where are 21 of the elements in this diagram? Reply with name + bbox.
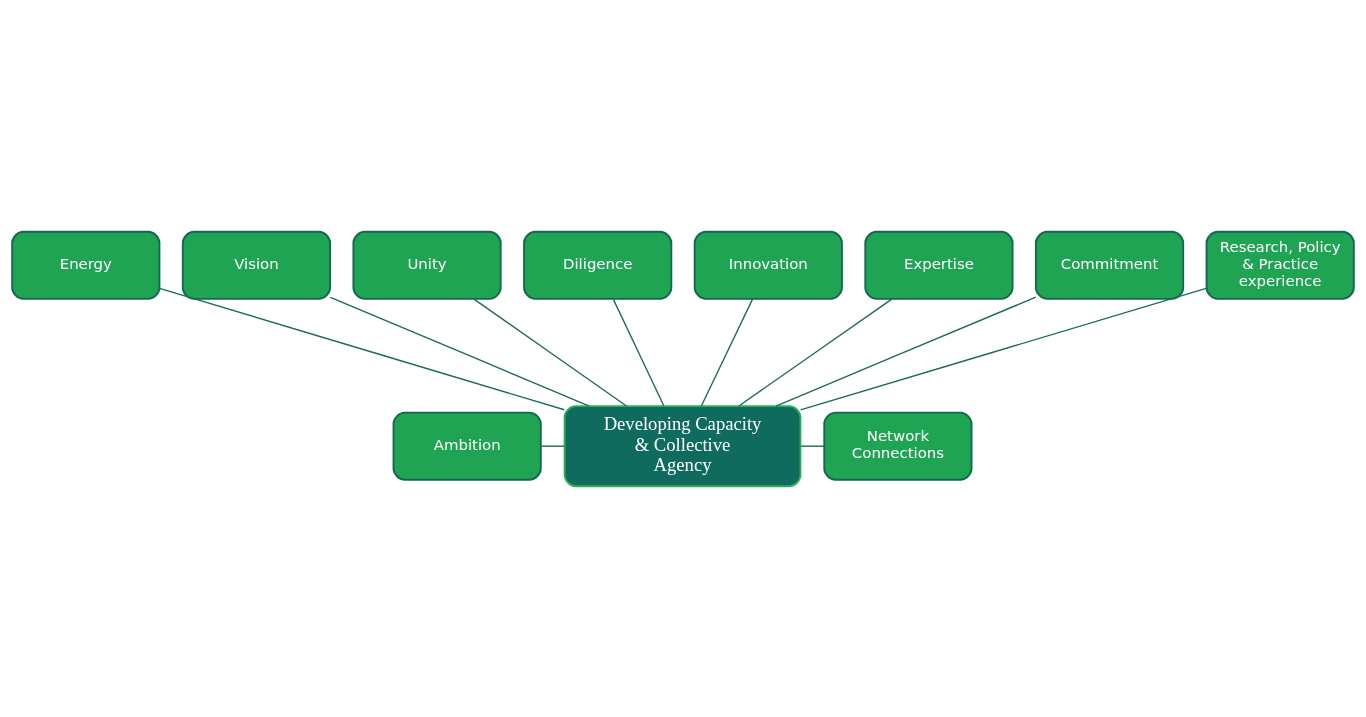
node-box: Energy — [11, 230, 161, 300]
node-box: Expertise — [864, 230, 1014, 300]
connector — [775, 295, 1037, 407]
node-box: Research, Policy & Practice experience — [1205, 230, 1355, 300]
node-box: Diligence — [523, 230, 673, 300]
connector — [158, 287, 565, 410]
connector — [473, 297, 628, 407]
connector — [612, 297, 665, 407]
node-box: Network Connections — [823, 411, 973, 481]
node-box: Vision — [181, 230, 331, 300]
connector — [799, 287, 1207, 411]
node-box: Commitment — [1035, 230, 1185, 300]
node-box: Unity — [352, 230, 502, 300]
node-box: Ambition — [392, 411, 542, 481]
connector — [540, 445, 566, 447]
connector — [700, 297, 754, 407]
connector — [329, 296, 590, 407]
node-box: Developing Capacity & Collective Agency — [563, 404, 802, 487]
connector — [738, 297, 893, 407]
connector — [800, 445, 825, 447]
node-box: Innovation — [693, 230, 843, 300]
